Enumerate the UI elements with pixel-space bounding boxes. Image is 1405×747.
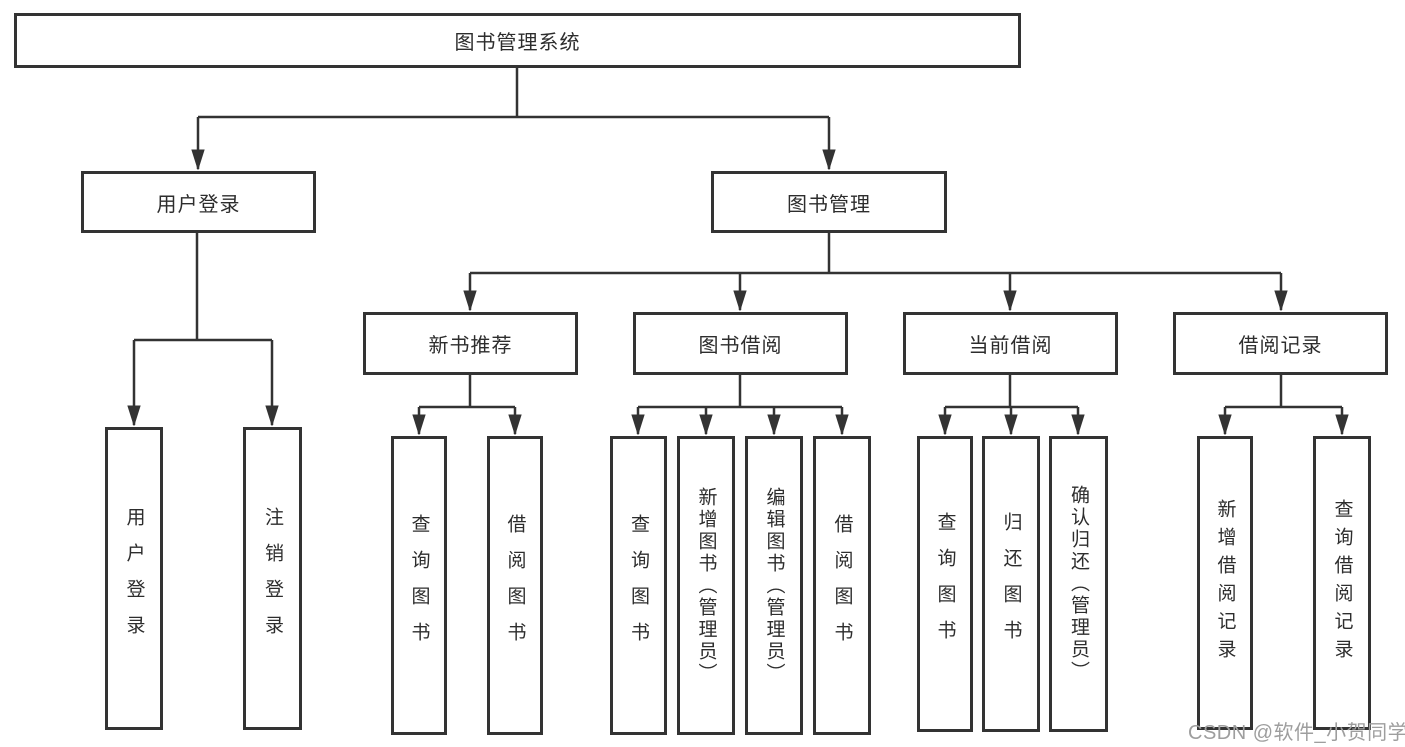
- node-library-management-system: 图书管理系统: [14, 13, 1021, 68]
- node-leaf-return-books: 归还图书: [982, 436, 1040, 732]
- node-leaf-borrow-books: 借阅图书: [813, 436, 871, 735]
- node-leaf-query-books-borrowing: 查询图书: [610, 436, 667, 735]
- node-leaf-logout: 注销登录: [243, 427, 302, 730]
- node-book-borrowing: 图书借阅: [633, 312, 848, 375]
- node-leaf-confirm-return-admin: 确认归还（管理员）: [1049, 436, 1108, 732]
- node-leaf-edit-books-admin: 编辑图书（管理员）: [745, 436, 803, 735]
- node-user-login: 用户登录: [81, 171, 316, 233]
- csdn-watermark: CSDN @软件_小贺同学: [1188, 722, 1405, 744]
- node-leaf-user-login: 用户登录: [105, 427, 163, 730]
- node-leaf-query-books-current: 查询图书: [917, 436, 973, 732]
- node-leaf-query-books-recommend: 查询图书: [391, 436, 447, 735]
- node-borrowing-records: 借阅记录: [1173, 312, 1388, 375]
- node-current-borrowing: 当前借阅: [903, 312, 1118, 375]
- node-leaf-add-books-admin: 新增图书（管理员）: [677, 436, 735, 735]
- node-new-book-recommend: 新书推荐: [363, 312, 578, 375]
- node-leaf-query-borrow-record: 查询借阅记录: [1313, 436, 1371, 730]
- node-book-management: 图书管理: [711, 171, 947, 233]
- node-leaf-add-borrow-record: 新增借阅记录: [1197, 436, 1253, 730]
- node-leaf-borrow-books-recommend: 借阅图书: [487, 436, 543, 735]
